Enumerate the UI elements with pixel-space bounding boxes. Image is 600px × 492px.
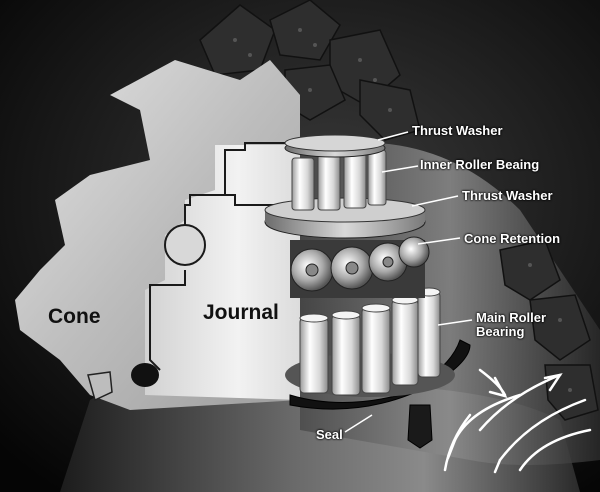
label-main-roller-bearing-1: Main Roller (476, 310, 547, 325)
main-rollers (299, 287, 441, 396)
label-seal: Seal (316, 427, 343, 442)
label-inner-roller-bearing: Inner Roller Beaing (420, 157, 540, 172)
seal-piece (87, 371, 113, 402)
label-cone: Cone (48, 305, 101, 328)
label-thrust-washer-mid: Thrust Washer (462, 188, 553, 203)
ball-groove (164, 224, 206, 266)
seal-section (131, 363, 159, 387)
label-main-roller-bearing-2: Bearing (476, 324, 525, 339)
label-thrust-washer-top: Thrust Washer (412, 123, 503, 138)
retention-balls (290, 236, 430, 292)
flow-arrows (443, 368, 592, 474)
teeth-texture (233, 28, 572, 392)
seal-bracket (407, 404, 433, 449)
journal-outline (149, 142, 300, 371)
label-journal: Journal (203, 301, 279, 324)
journal-section (145, 145, 300, 400)
label-cone-retention: Cone Retention (464, 231, 561, 246)
leader-lines (344, 131, 473, 433)
inner-rollers (291, 149, 387, 211)
cone-teeth (199, 0, 599, 421)
